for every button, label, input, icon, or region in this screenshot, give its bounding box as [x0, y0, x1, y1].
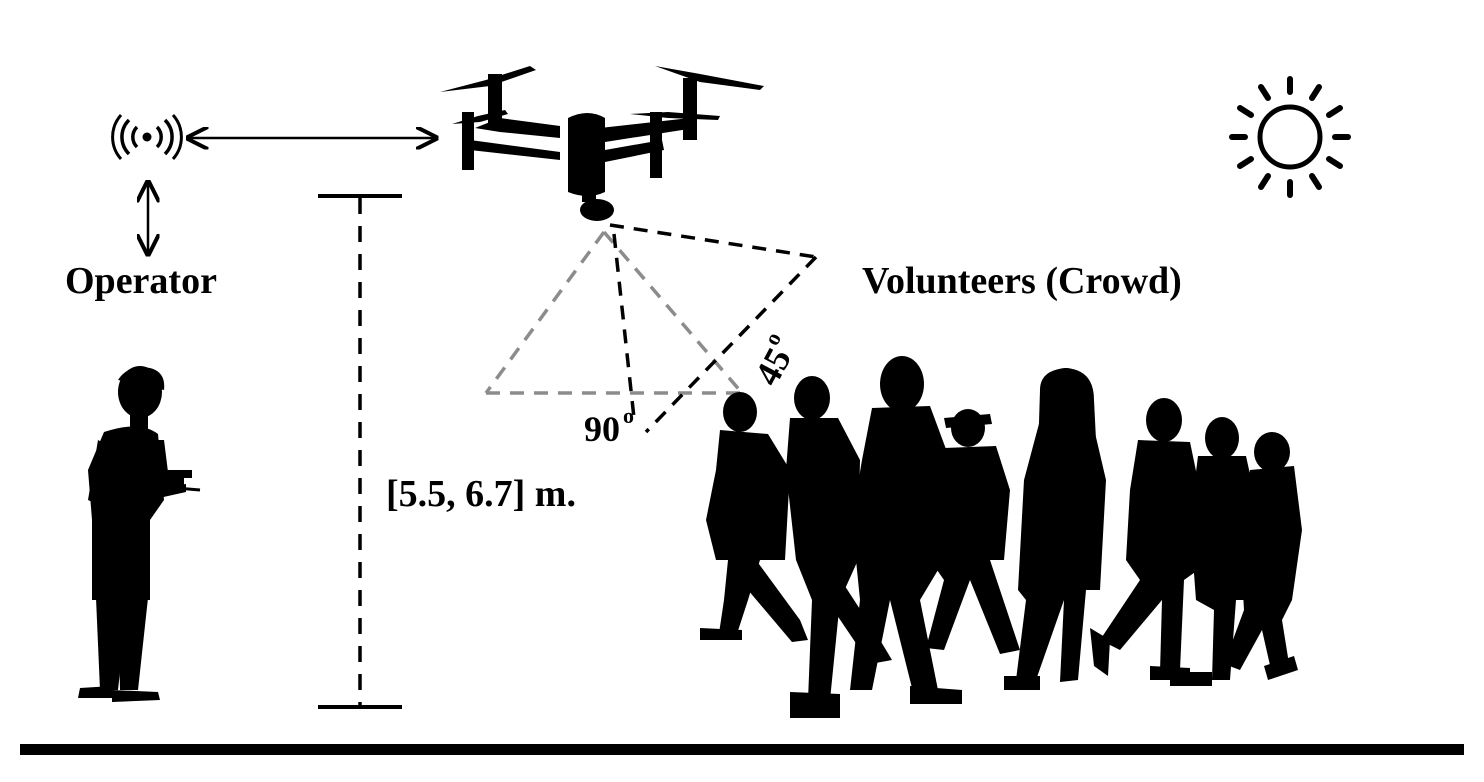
wireless-signal-icon — [111, 114, 183, 160]
sun-icon — [1229, 76, 1351, 198]
angle-45-label: 45 o — [747, 328, 799, 392]
angle-90-label: 90 o — [584, 403, 634, 449]
crowd-person — [1004, 368, 1106, 690]
drone-icon — [440, 66, 764, 221]
crowd-person — [850, 356, 962, 704]
operator-label: Operator — [65, 260, 217, 302]
crowd-person — [1224, 432, 1302, 680]
crowd-person — [1090, 398, 1202, 680]
operator-silhouette — [78, 366, 201, 702]
oblique-fov-cone — [609, 223, 818, 434]
height-label: [5.5, 6.7] m. — [386, 473, 576, 515]
crowd-person — [700, 392, 808, 642]
crowd-person — [926, 409, 1020, 654]
crowd-person — [1170, 417, 1260, 686]
svg-text:45: 45 — [747, 341, 799, 392]
ground-line — [20, 744, 1464, 755]
nadir-fov-cone — [484, 230, 744, 395]
svg-text:o: o — [623, 403, 634, 428]
height-dimension — [318, 194, 402, 709]
crowd-silhouettes — [700, 356, 1302, 718]
svg-text:90: 90 — [584, 409, 620, 449]
crowd-label: Volunteers (Crowd) — [862, 260, 1182, 302]
